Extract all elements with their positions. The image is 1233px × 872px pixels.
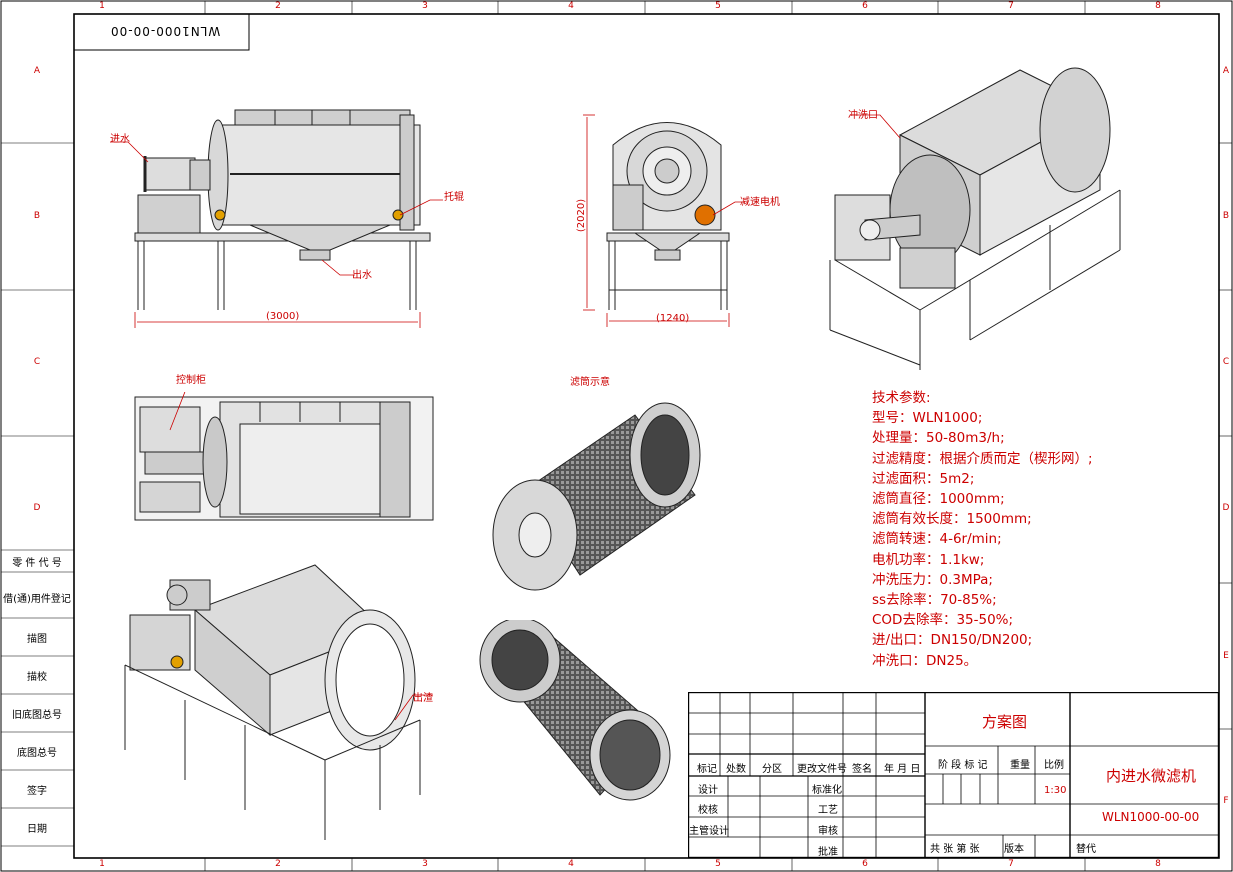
zone-row-c-left: C xyxy=(33,357,41,367)
zone-columns-bottom: 1 2 3 4 5 6 7 8 xyxy=(99,859,1161,869)
tech-param-diameter: 滤筒直径：1000mm; xyxy=(872,491,1005,508)
tech-param-speed: 滤筒转速：4-6r/min; xyxy=(872,531,1002,548)
zone-row-a-right: A xyxy=(1222,66,1230,76)
title-weight-label: 重量 xyxy=(1010,760,1030,771)
title-product-name: 内进水微滤机 xyxy=(1106,767,1197,785)
title-version: 版本 xyxy=(1004,844,1024,855)
header-count: 处数 xyxy=(726,764,746,775)
tech-param-capacity: 处理量：50-80m3/h; xyxy=(872,430,1005,447)
tech-param-model: 型号：WLN1000; xyxy=(872,410,983,427)
side-signature: 签字 xyxy=(27,786,47,797)
label-outlet-lower: 出渣 xyxy=(413,693,433,704)
zone-row-b-left: B xyxy=(33,211,41,221)
row-review: 审核 xyxy=(818,826,838,837)
tech-param-ss-removal: ss去除率：70-85%; xyxy=(872,592,997,609)
header-mark: 标记 xyxy=(697,764,717,775)
zone-columns-top: 1 2 3 4 5 6 7 8 xyxy=(99,1,1161,11)
label-outlet-water: 出水 xyxy=(352,270,372,281)
label-wash-port: 冲洗口 xyxy=(848,110,878,121)
tech-param-wash-port: 冲洗口：DN25。 xyxy=(872,652,978,669)
screen-drum-view-lower xyxy=(479,620,671,801)
row-standardization: 标准化 xyxy=(812,785,842,796)
zone-row-f-right: F xyxy=(1223,796,1229,806)
row-check: 校核 xyxy=(698,805,718,816)
label-support-roller: 托辊 xyxy=(444,192,464,203)
side-base-number: 底图总号 xyxy=(17,748,57,759)
tech-param-precision: 过滤精度：根据介质而定（楔形网）; xyxy=(872,450,1093,467)
dim-width: (1240) xyxy=(656,313,690,324)
tech-param-cod-removal: COD去除率：35-50%; xyxy=(872,612,1014,629)
dim-length: (3000) xyxy=(266,311,300,322)
side-elevation-view xyxy=(583,114,745,327)
title-scale-value: 1:30 xyxy=(1044,785,1067,796)
side-tracing: 描图 xyxy=(27,634,47,645)
row-approve: 批准 xyxy=(818,847,838,858)
label-reducer-motor: 减速电机 xyxy=(740,197,780,208)
label-control-cabinet: 控制柜 xyxy=(176,375,206,386)
title-scheme: 方案图 xyxy=(982,713,1028,731)
side-borrowed-registration: 借(通)用件登记 xyxy=(3,594,71,605)
technical-parameters: 技术参数: 型号：WLN1000; 处理量：50-80m3/h; 过滤精度：根据… xyxy=(872,388,1093,671)
row-design: 设计 xyxy=(698,785,718,796)
tech-param-pressure: 冲洗压力：0.3MPa; xyxy=(872,571,993,588)
side-trace-check: 描校 xyxy=(27,672,47,683)
title-scale-label: 比例 xyxy=(1044,760,1064,771)
zone-row-d-right: D xyxy=(1222,503,1230,513)
side-date: 日期 xyxy=(27,824,47,835)
side-old-base-number: 旧底图总号 xyxy=(12,710,62,721)
tech-param-length: 滤筒有效长度：1500mm; xyxy=(872,511,1032,528)
zone-row-b-right: B xyxy=(1222,211,1230,221)
tech-param-power: 电机功率：1.1kw; xyxy=(872,551,985,568)
row-process: 工艺 xyxy=(818,805,838,816)
dim-height: (2020) xyxy=(576,198,588,233)
title-replace: 替代 xyxy=(1076,844,1096,855)
zone-row-c-right: C xyxy=(1222,357,1230,367)
row-chief-design: 主管设计 xyxy=(689,826,729,837)
tech-param-ports: 进/出口：DN150/DN200; xyxy=(872,632,1033,649)
title-block-grid xyxy=(688,692,1219,858)
title-sheets: 共 张 第 张 xyxy=(930,844,980,855)
title-drawing-number: WLN1000-00-00 xyxy=(1102,810,1200,824)
plan-view xyxy=(134,392,434,521)
header-date: 年 月 日 xyxy=(884,764,921,775)
zone-row-e-right: E xyxy=(1223,651,1229,661)
front-elevation-view xyxy=(110,109,443,328)
side-part-code: 零 件 代 号 xyxy=(12,558,62,569)
tech-param-area: 过滤面积：5m2; xyxy=(872,470,975,487)
title-stage-label: 阶 段 标 记 xyxy=(938,760,988,771)
screen-drum-view-upper xyxy=(492,402,701,591)
header-zone: 分区 xyxy=(762,764,782,775)
header-change-doc: 更改文件号 xyxy=(797,764,847,775)
zone-row-a-left: A xyxy=(33,66,41,76)
tech-param-title: 技术参数: xyxy=(872,390,931,406)
isometric-view-top xyxy=(829,67,1121,370)
label-screen-drum-diagram: 滤筒示意 xyxy=(570,377,610,388)
zone-row-d-left: D xyxy=(33,503,41,513)
label-inlet: 进水 xyxy=(110,134,130,145)
header-signature: 签名 xyxy=(852,764,872,775)
isometric-view-bottom xyxy=(124,564,433,840)
drawing-number-rotated: WLN1000-00-00 xyxy=(110,24,221,38)
